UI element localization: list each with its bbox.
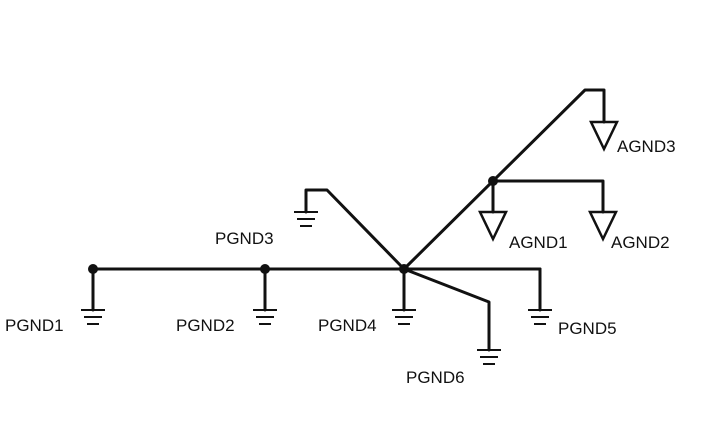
label-pgnd3: PGND3: [215, 229, 274, 248]
label-pgnd2: PGND2: [176, 316, 235, 335]
label-pgnd1: PGND1: [5, 316, 64, 335]
junction-dot-pgnd2: [260, 264, 270, 274]
pgnd6-wire: [402, 267, 491, 352]
analog-ground-symbol-agnd1: [478, 210, 508, 242]
label-agnd2: AGND2: [611, 233, 670, 252]
label-agnd3: AGND3: [617, 137, 676, 156]
agnd-branch-wire: [491, 179, 605, 214]
ground-symbol-pgnd1: [81, 309, 105, 325]
label-pgnd5: PGND5: [558, 319, 617, 338]
ground-symbol-pgnd2: [253, 309, 277, 325]
analog-ground-symbol-agnd2: [588, 210, 618, 242]
ground-symbol-pgnd3: [294, 211, 318, 227]
junction-dot-center: [399, 264, 409, 274]
pgnd3-wire: [304, 188, 406, 271]
analog-ground-symbol-agnd3: [589, 120, 619, 152]
junction-dot-pgnd1: [88, 264, 98, 274]
ground-symbol-pgnd6: [477, 349, 501, 365]
ground-symbol-pgnd4: [392, 309, 416, 325]
junction-dot-agnd: [488, 176, 498, 186]
label-pgnd6: PGND6: [406, 368, 465, 387]
label-pgnd4: PGND4: [318, 316, 377, 335]
label-agnd1: AGND1: [509, 233, 568, 252]
ground-symbol-pgnd5: [528, 309, 552, 325]
